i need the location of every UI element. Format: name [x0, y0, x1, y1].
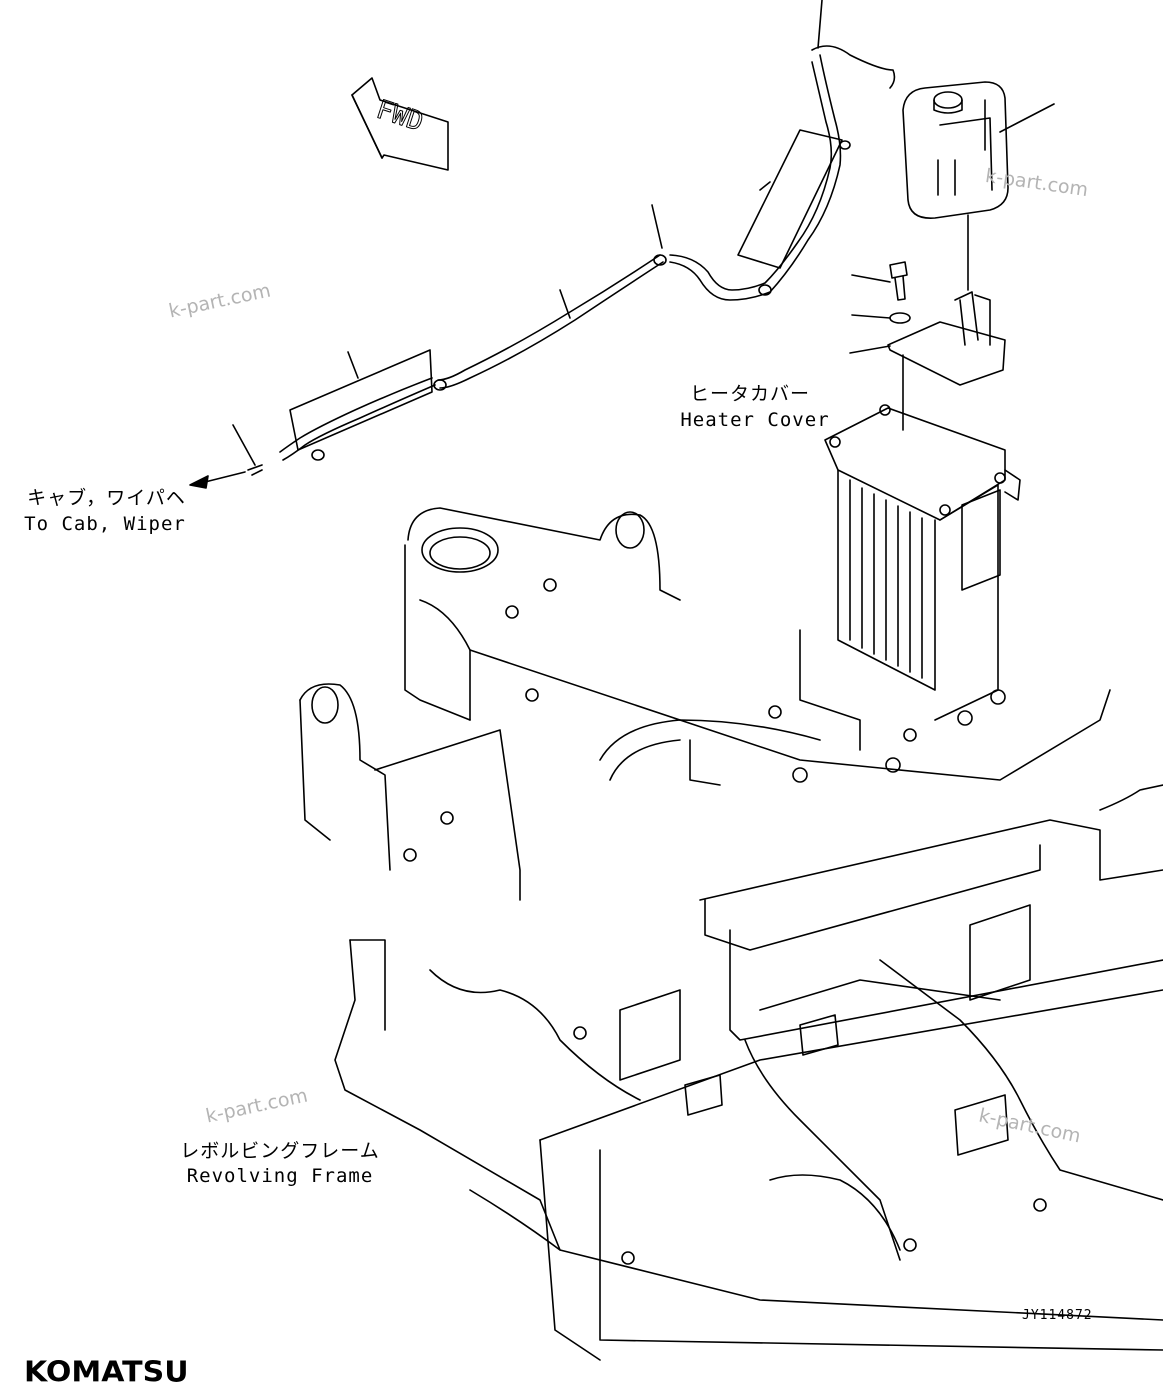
heater-unit — [824, 404, 1021, 721]
svg-text:FWD: FWD — [373, 95, 427, 138]
bolt — [889, 261, 908, 301]
washer-tank — [902, 81, 1009, 219]
heater-cover-label-en: Heater Cover — [680, 409, 830, 431]
fwd-arrow-icon: FWD — [351, 77, 449, 171]
to-cab-label-en: To Cab, Wiper — [24, 513, 186, 535]
revolving-frame — [299, 507, 1163, 1361]
revolving-frame-label-en: Revolving Frame — [186, 1165, 374, 1187]
revolving-frame-label-jp: レボルビングフレーム — [180, 1140, 380, 1162]
to-cab-label-jp: キャブ，ワイパヘ — [27, 487, 186, 509]
drawing-code: JY114872 — [1022, 1308, 1093, 1323]
washer-hose — [279, 0, 896, 461]
komatsu-logo: KOMATSU — [24, 1355, 189, 1389]
hose-protector-upper — [737, 129, 843, 269]
washer — [889, 312, 911, 324]
heater-cover-label-jp: ヒータカバー — [689, 383, 810, 405]
tank-bracket — [887, 291, 1006, 386]
hose-protector-lower — [289, 349, 433, 451]
